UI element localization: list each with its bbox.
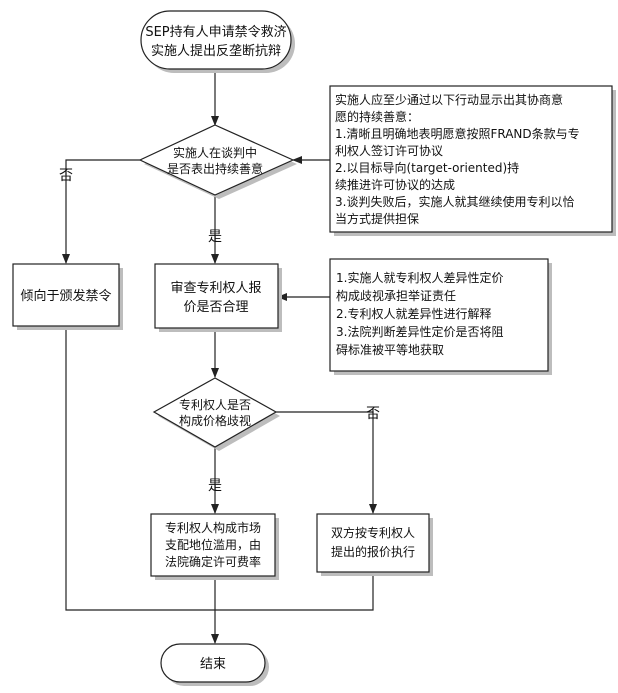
start-node-line-1: SEP持有人申请禁令救济 <box>145 24 286 40</box>
start-node: SEP持有人申请禁令救济 实施人提出反垄断抗辩 <box>140 10 295 73</box>
note-good-faith-line-2: 愿的持续善意： <box>335 109 419 124</box>
note-good-faith-line-8: 当方式提供担保 <box>335 211 419 226</box>
decision-good-faith-line-1: 实施人在谈判中 <box>173 145 257 160</box>
review-offer-node-line-2: 价是否合理 <box>183 300 248 315</box>
edge-injunction-down <box>65 326 215 611</box>
label-good-faith-yes: 是 <box>208 229 222 245</box>
note-review-line-1: 1.实施人就专利权人差异性定价 <box>336 270 503 285</box>
connectors <box>62 72 377 644</box>
edge-follow-down <box>215 573 374 611</box>
note-review-line-2: 构成歧视承担举证责任 <box>336 288 456 303</box>
decision-discrimination: 专利权人是否 构成价格歧视 <box>152 377 280 451</box>
label-good-faith-no: 否 <box>59 168 73 184</box>
note-review: 1.实施人就专利权人差异性定价 构成歧视承担举证责任 2.专利权人就差异性进行解… <box>329 258 552 375</box>
note-review-line-4: 3.法院判断差异性定价是否将阻 <box>336 324 503 339</box>
edge-discrimination-no <box>276 411 377 514</box>
abuse-node-line-1: 专利权人构成市场 <box>165 520 261 535</box>
follow-offer-node-line-2: 提出的报价执行 <box>331 544 415 559</box>
note-review-line-5: 碍标准被平等地获取 <box>336 343 444 357</box>
end-node: 结束 <box>160 643 269 686</box>
start-node-line-2: 实施人提出反垄断抗辩 <box>151 43 281 59</box>
abuse-node-line-2: 支配地位滥用，由 <box>165 537 261 552</box>
injunction-node: 倾向于颁发禁令 <box>12 263 123 330</box>
abuse-node-line-3: 法院确定许可费率 <box>165 554 261 569</box>
follow-offer-node: 双方按专利权人 提出的报价执行 <box>316 513 433 576</box>
note-good-faith-line-4: 利权人签订许可协议 <box>335 143 443 158</box>
note-good-faith-line-6: 续推进许可协议的达成 <box>335 177 455 192</box>
follow-offer-node-line-1: 双方按专利权人 <box>331 525 415 540</box>
decision-good-faith-line-2: 是否表出持续善意 <box>167 161 263 176</box>
note-review-line-3: 2.专利权人就差异性进行解释 <box>336 306 491 321</box>
note-good-faith-line-3: 1.清晰且明确地表明愿意按照FRAND条款与专 <box>335 126 580 141</box>
edge-decision-no <box>62 159 140 264</box>
injunction-node-line-1: 倾向于颁发禁令 <box>20 288 111 304</box>
review-offer-node-line-1: 审查专利权人报 <box>170 280 261 296</box>
note-good-faith-line-1: 实施人应至少通过以下行动显示出其协商意 <box>335 92 563 107</box>
note-good-faith-line-7: 3.谈判失败后，实施人就其继续使用专利以恰 <box>335 194 574 209</box>
label-discrimination-no: 否 <box>366 406 380 422</box>
note-good-faith-line-5: 2.以目标导向(target-oriented)持 <box>335 160 519 175</box>
decision-discrimination-line-1: 专利权人是否 <box>179 397 251 412</box>
end-node-label: 结束 <box>200 657 226 672</box>
note-good-faith: 实施人应至少通过以下行动显示出其协商意 愿的持续善意： 1.清晰且明确地表明愿意… <box>329 85 616 236</box>
label-discrimination-yes: 是 <box>208 478 222 494</box>
decision-discrimination-line-2: 构成价格歧视 <box>179 413 251 428</box>
abuse-node: 专利权人构成市场 支配地位滥用，由 法院确定许可费率 <box>150 513 279 580</box>
decision-good-faith: 实施人在谈判中 是否表出持续善意 <box>138 124 297 199</box>
review-offer-node: 审查专利权人报 价是否合理 <box>154 263 282 332</box>
